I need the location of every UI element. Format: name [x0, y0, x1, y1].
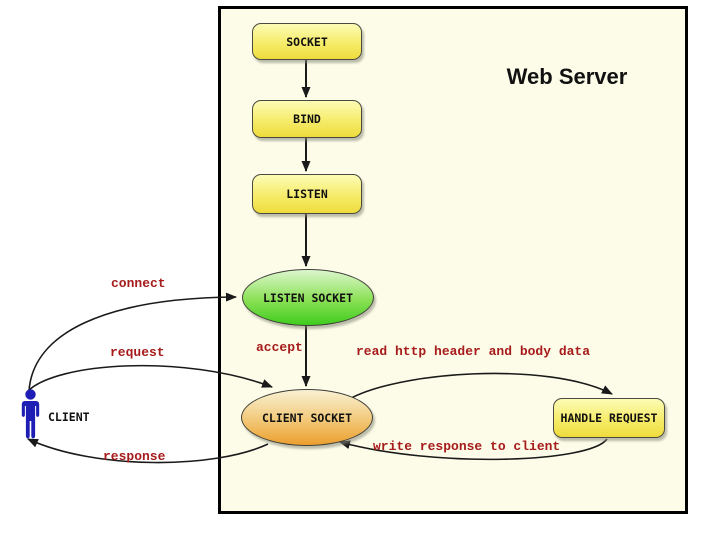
edge-label-response: response [103, 449, 166, 464]
edge-label-read-http: read http header and body data [356, 344, 591, 359]
edge-label-request: request [110, 345, 165, 360]
edge-label-connect: connect [111, 276, 166, 291]
node-handle-request: HANDLE REQUEST [553, 398, 665, 438]
node-listen: LISTEN [252, 174, 362, 214]
client-label: CLIENT [48, 410, 90, 424]
client-person-icon [21, 389, 40, 439]
edge-label-accept: accept [256, 340, 303, 355]
node-socket: SOCKET [252, 23, 362, 60]
node-bind: BIND [252, 100, 362, 138]
page-title: Web Server [506, 64, 628, 89]
arrow-connect [28, 292, 237, 392]
node-listen-socket: LISTEN SOCKET [242, 269, 374, 326]
edge-label-write-response: write response to client [373, 439, 561, 454]
node-client-socket: CLIENT SOCKET [241, 389, 373, 446]
